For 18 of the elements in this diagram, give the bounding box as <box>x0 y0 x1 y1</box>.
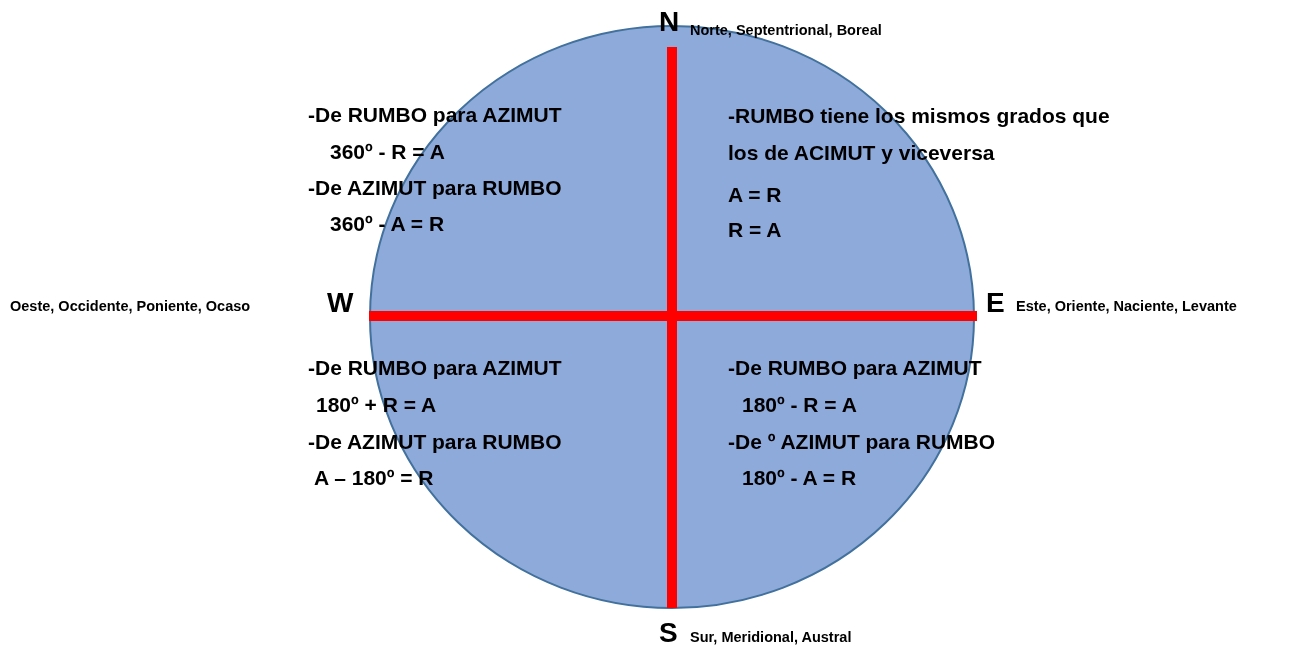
direction-names: Sur, Meridional, Austral <box>690 628 852 646</box>
direction-names: Oeste, Occidente, Poniente, Ocaso <box>10 297 251 315</box>
rule-text: 180º + R = A <box>316 392 437 418</box>
rule-text: R = A <box>728 217 782 243</box>
direction-names: Este, Oriente, Naciente, Levante <box>1016 297 1237 315</box>
rule-text: -De RUMBO para AZIMUT <box>308 355 562 381</box>
compass-letter: E <box>986 287 1005 319</box>
rule-text: 360º - R = A <box>330 139 445 165</box>
rule-text: 180º - R = A <box>742 392 857 418</box>
rule-text: A – 180º = R <box>314 465 434 491</box>
rule-text: 180º - A = R <box>742 465 857 491</box>
rule-text: -De RUMBO para AZIMUT <box>728 355 982 381</box>
compass-letter: S <box>659 617 678 646</box>
compass-letter: W <box>327 287 354 319</box>
rule-text: 360º - A = R <box>330 211 445 237</box>
direction-names: Norte, Septentrional, Boreal <box>690 21 882 39</box>
rule-text: -De RUMBO para AZIMUT <box>308 102 562 128</box>
rule-text: A = R <box>728 182 782 208</box>
